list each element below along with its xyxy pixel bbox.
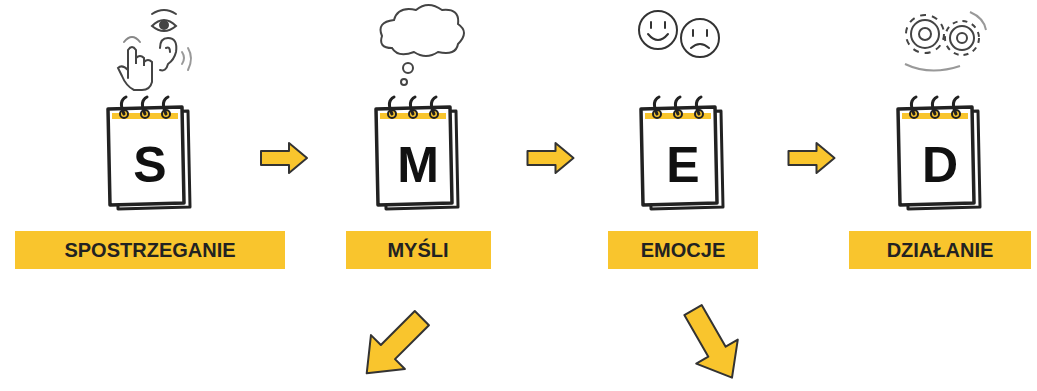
notepad-icon: E bbox=[635, 93, 731, 211]
step-letter: D bbox=[892, 137, 988, 193]
flow-arrow bbox=[789, 143, 835, 173]
senses-icon bbox=[118, 10, 191, 90]
step-label: SPOSTRZEGANIE bbox=[15, 231, 285, 269]
step-label: MYŚLI bbox=[346, 231, 491, 269]
step-node: D DZIAŁANIE bbox=[849, 93, 1031, 269]
thought-dot bbox=[403, 63, 413, 73]
step-letter: M bbox=[370, 137, 466, 193]
step-node: E EMOCJE bbox=[608, 93, 758, 269]
notepad-icon: D bbox=[892, 93, 988, 211]
down-arrow bbox=[672, 298, 753, 390]
arrow-shape bbox=[789, 143, 835, 173]
gears-icon bbox=[905, 12, 986, 71]
arrow-shape bbox=[261, 143, 307, 173]
step-node: M MYŚLI bbox=[346, 93, 491, 269]
emotion-faces bbox=[639, 11, 719, 57]
step-letter: E bbox=[635, 137, 731, 193]
flow-arrow bbox=[528, 143, 574, 173]
notepad-icon: S bbox=[102, 93, 198, 211]
step-node: S SPOSTRZEGANIE bbox=[15, 93, 285, 269]
thought-dot bbox=[401, 79, 407, 85]
thought-cloud bbox=[381, 5, 465, 56]
arrow-shape bbox=[528, 143, 574, 173]
step-label: DZIAŁANIE bbox=[849, 231, 1031, 269]
step-label: EMOCJE bbox=[608, 231, 758, 269]
down-arrow bbox=[350, 301, 439, 390]
step-letter: S bbox=[102, 137, 198, 193]
notepad-icon: M bbox=[370, 93, 466, 211]
flow-arrow bbox=[261, 143, 307, 173]
